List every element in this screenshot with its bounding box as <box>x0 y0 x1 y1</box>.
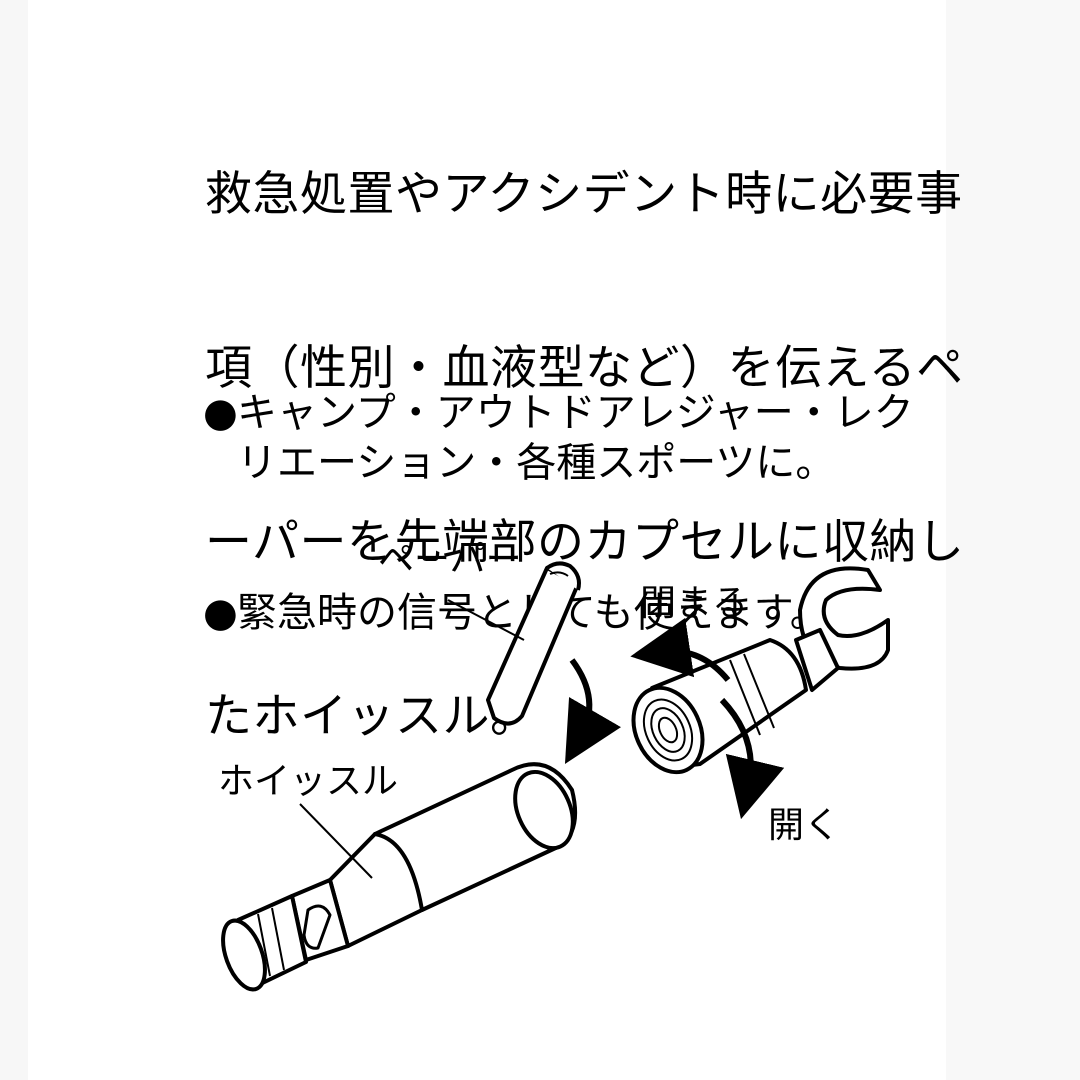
feature-item: ● キャンプ・アウトドアレジャー・レク リエーション・各種スポーツに。 <box>203 388 914 488</box>
close-label: 閉まる <box>640 583 749 624</box>
right-margin <box>946 0 1080 1080</box>
product-description: 救急処置やアクシデント時に必要事 項（性別・血液型など）を伝えるペ ーパーを先端… <box>205 50 965 862</box>
paper-leader-line <box>447 599 525 641</box>
left-margin <box>0 0 28 1080</box>
whistle-label: ホイッスル <box>218 761 399 802</box>
bullet-icon: ● <box>203 390 238 436</box>
description-line: 救急処置やアクシデント時に必要事 <box>205 167 963 222</box>
close-rotation-arrow-icon <box>630 617 731 682</box>
paper-label: ペーパー <box>378 539 522 580</box>
description-line: ーパーを先端部のカプセルに収納し <box>205 515 965 570</box>
feature-text: キャンプ・アウトドアレジャー・レク リエーション・各種スポーツに。 <box>237 390 914 486</box>
feature-list: ● キャンプ・アウトドアレジャー・レク リエーション・各種スポーツに。 ● 緊急… <box>203 288 914 738</box>
whistle-illustration <box>221 762 578 992</box>
open-rotation-arrow-icon <box>719 697 785 820</box>
insert-arrow-icon <box>564 658 621 764</box>
leader-lines <box>299 599 525 879</box>
description-line: 項（性別・血液型など）を伝えるペ <box>205 341 964 396</box>
whistle-leader-line <box>299 803 373 879</box>
open-label: 開く <box>768 805 841 846</box>
paper-roll-illustration <box>486 561 581 726</box>
description-line: たホイッスル。 <box>205 689 538 744</box>
bullet-icon: ● <box>203 590 238 636</box>
